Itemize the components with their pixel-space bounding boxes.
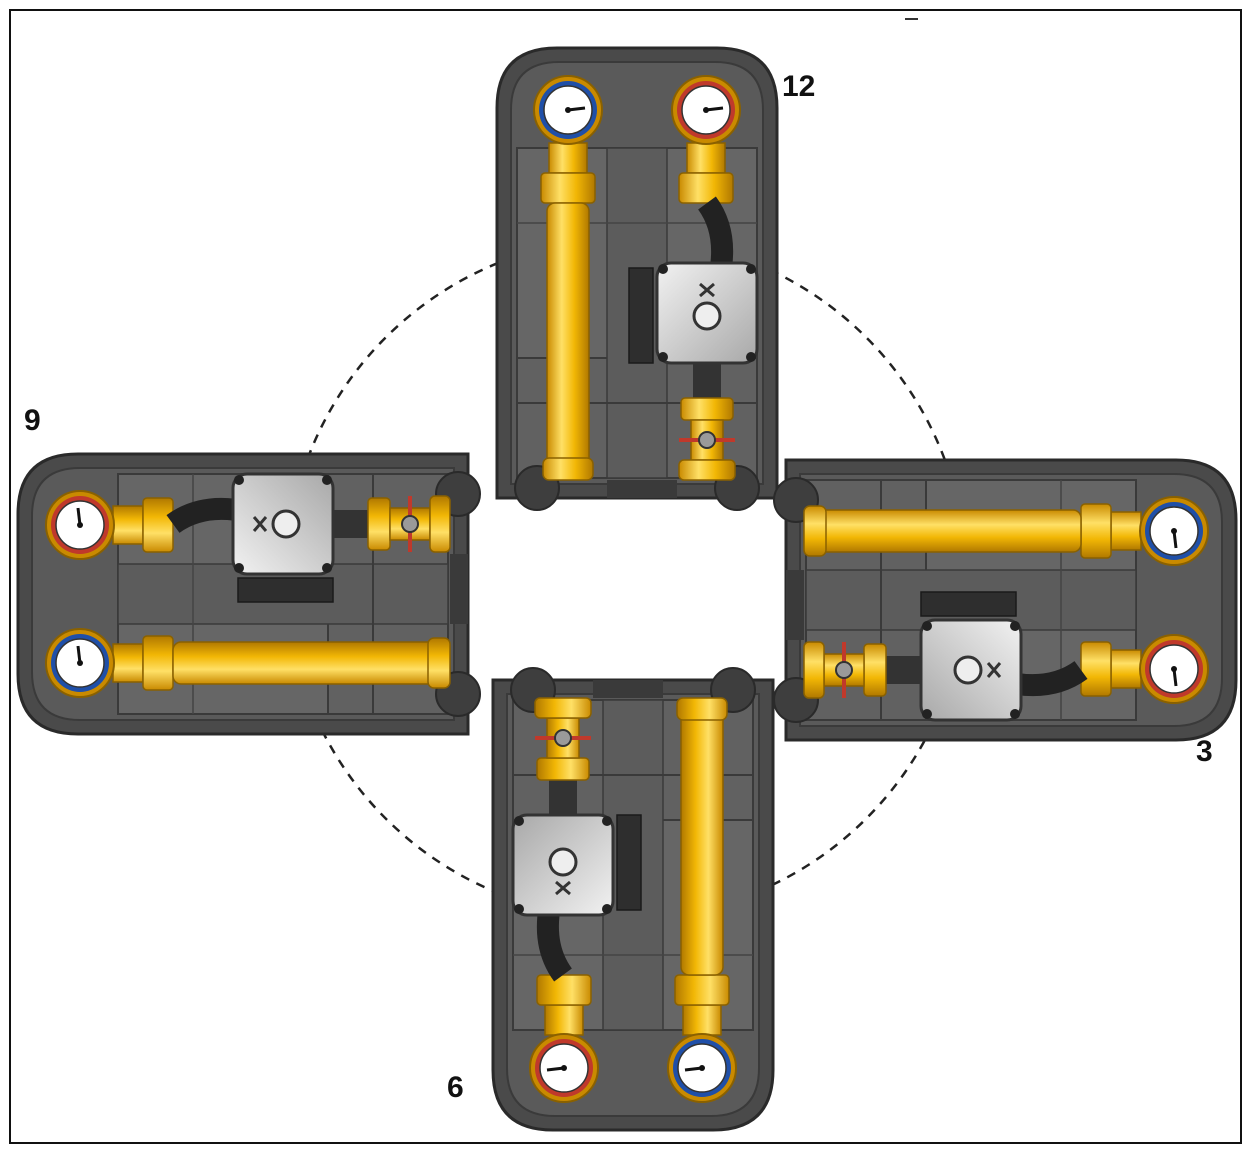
position-label-9: 9 [24, 404, 41, 437]
position-label-6: 6 [447, 1071, 464, 1104]
unit-3-oclock [774, 460, 1236, 740]
unit-9-oclock [18, 454, 480, 734]
position-label-12: 12 [782, 70, 816, 103]
position-label-3: 3 [1196, 735, 1213, 768]
unit-12-oclock [497, 48, 777, 510]
unit-6-oclock [493, 668, 773, 1130]
